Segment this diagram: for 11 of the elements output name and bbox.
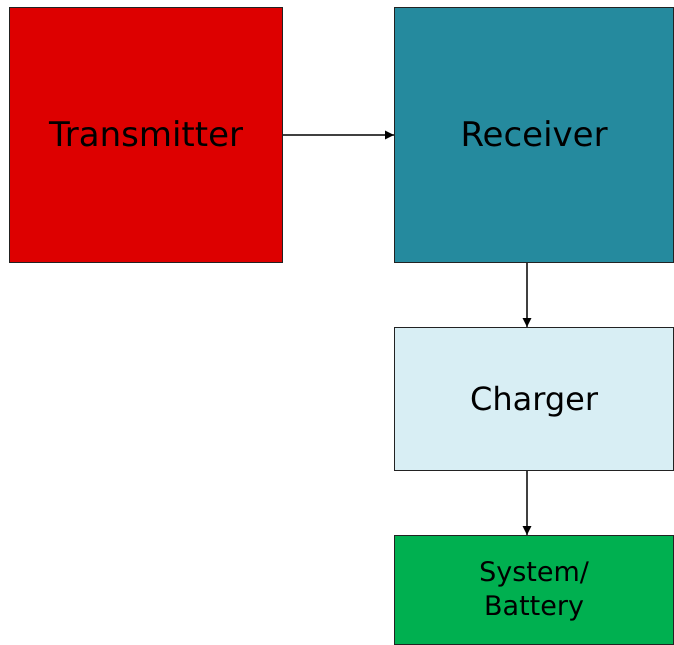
- box-label: Charger: [470, 379, 598, 419]
- process-box: [394, 535, 674, 645]
- process-box: [394, 7, 674, 263]
- box-label: Receiver: [460, 114, 608, 156]
- process-box: [9, 7, 283, 263]
- arrow: [283, 130, 394, 140]
- box-label: Transmitter: [49, 114, 243, 156]
- arrow: [522, 471, 532, 535]
- process-box: [394, 327, 674, 471]
- box-label: System/ Battery: [478, 556, 590, 624]
- arrow: [522, 263, 532, 327]
